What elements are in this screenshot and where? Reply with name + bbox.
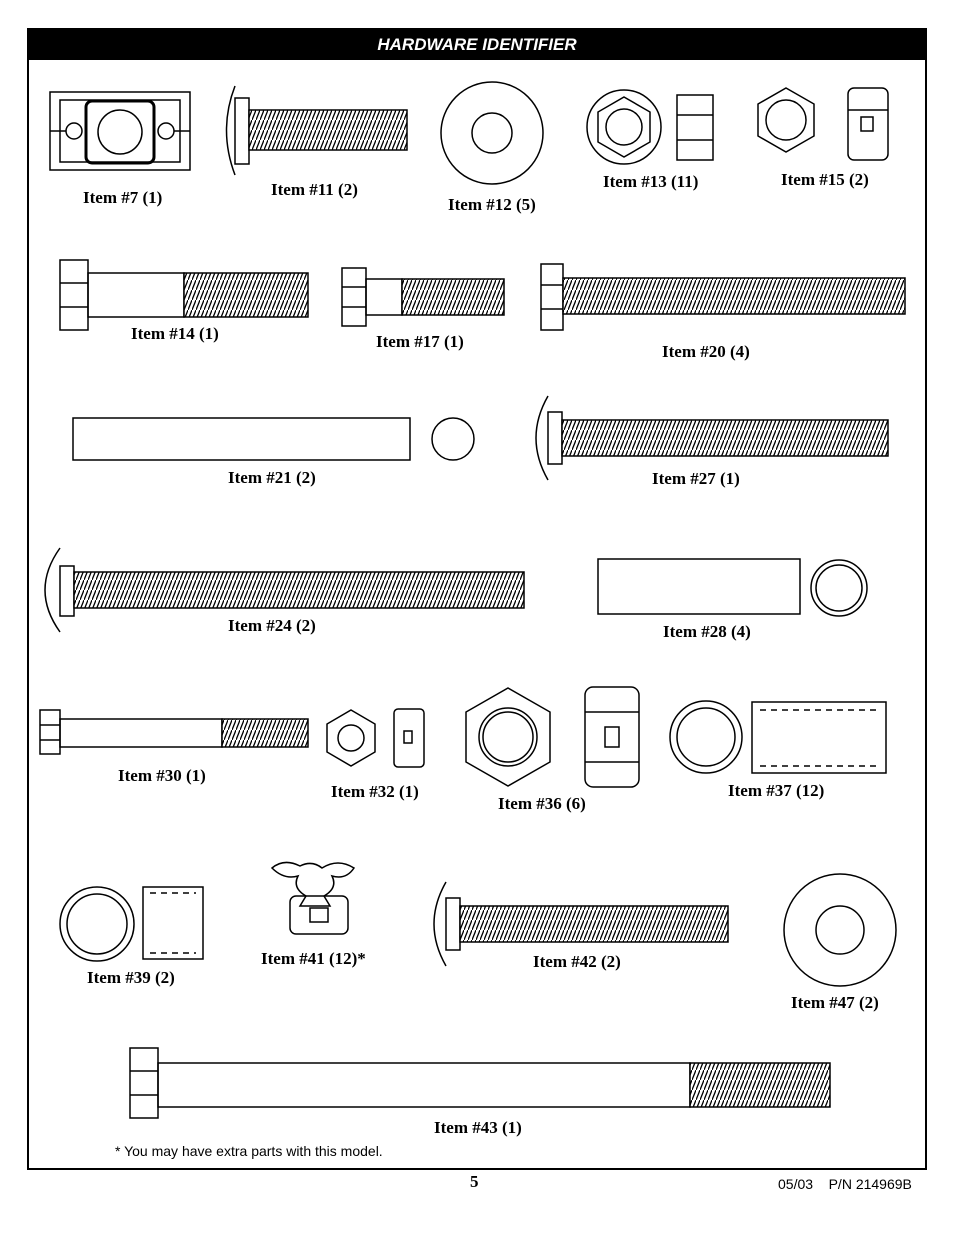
item-label-30: Item #30 (1) [118,766,206,785]
hex-bolt-43-illustration [129,1047,831,1119]
item-label-36: Item #36 (6) [498,794,586,813]
carriage-bolt-24-illustration [44,547,525,633]
part-number: 05/03 P/N 214969B [778,1176,912,1192]
item-label-12: Item #12 (5) [448,195,536,214]
item-label-17: Item #17 (1) [376,332,464,351]
item-label-14: Item #14 (1) [131,324,219,343]
item-label-13: Item #13 (11) [603,172,699,191]
page-number: 5 [470,1172,479,1191]
item-label-41: Item #41 (12)* [261,949,366,968]
carriage-bolt-42-illustration [433,881,729,967]
carriage-bolt-11-illustration [225,85,408,176]
flange-bolt-20-illustration [540,263,906,331]
spacer-39-illustration [59,886,204,962]
hardware-frame: HARDWARE IDENTIFIER [27,28,927,1170]
page-title: HARDWARE IDENTIFIER [29,30,925,60]
item-label-47: Item #47 (2) [791,993,879,1012]
carriage-bolt-27-illustration [535,395,889,481]
item-label-37: Item #37 (12) [728,781,825,800]
item-label-15: Item #15 (2) [781,170,869,189]
item-label-42: Item #42 (2) [533,952,621,971]
item-label-24: Item #24 (2) [228,616,316,635]
item-label-43: Item #43 (1) [434,1118,522,1137]
item-label-11: Item #11 (2) [271,180,358,199]
clip-41-illustration [270,861,356,935]
item-label-21: Item #21 (2) [228,468,316,487]
nut-32-illustration [326,708,425,768]
footnote: * You may have extra parts with this mod… [115,1143,383,1159]
lock-nut-15-illustration [757,87,889,161]
item-label-7: Item #7 (1) [83,188,163,207]
item-label-27: Item #27 (1) [652,469,740,488]
hex-bolt-14-illustration [59,259,309,331]
flange-nut-13-illustration [586,89,714,165]
hex-bolt-30-illustration [39,709,309,755]
nut-36-illustration [465,686,640,788]
item-label-39: Item #39 (2) [87,968,175,987]
spacer-28-illustration [597,558,868,617]
clip-nut-illustration [49,91,191,171]
washer-12-illustration [440,81,544,185]
item-label-32: Item #32 (1) [331,782,419,801]
rod-21-illustration [72,417,475,461]
hex-bolt-17-illustration [341,267,505,327]
item-label-20: Item #20 (4) [662,342,750,361]
washer-47-illustration [783,873,897,987]
bushing-37-illustration [669,700,887,774]
item-label-28: Item #28 (4) [663,622,751,641]
